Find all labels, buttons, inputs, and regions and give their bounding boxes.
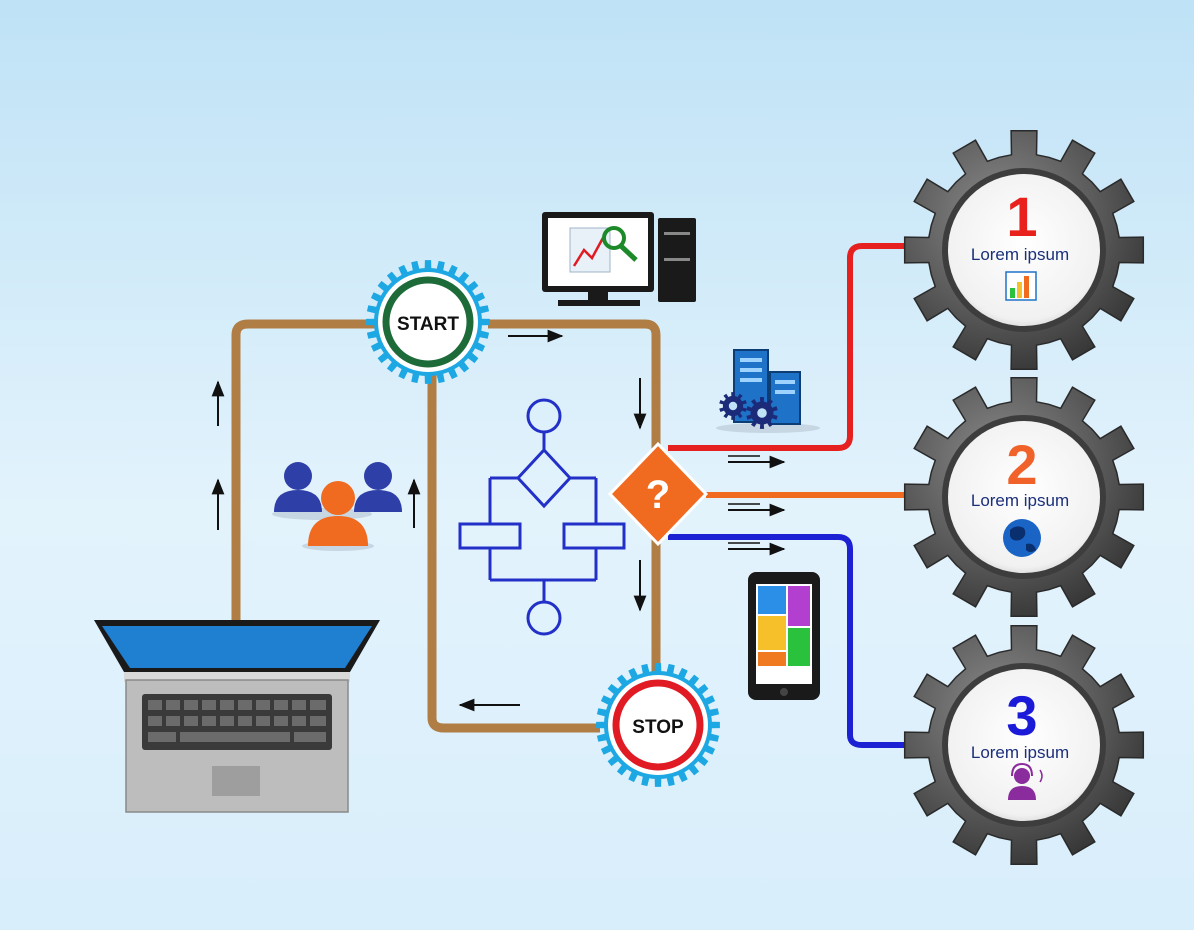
small-cog-icon bbox=[746, 397, 778, 429]
big-gear-3-icon bbox=[903, 624, 1145, 866]
flow-arrows bbox=[211, 329, 786, 712]
stop-label: STOP bbox=[632, 717, 684, 738]
headset-support-icon bbox=[1008, 762, 1043, 800]
start-label: START bbox=[397, 314, 459, 335]
server-settings-icon bbox=[716, 349, 820, 433]
step-2: 2 Lorem ipsum bbox=[971, 433, 1069, 557]
bar-chart-icon bbox=[1005, 271, 1037, 301]
loop-left-segment bbox=[231, 319, 380, 625]
step-2-number: 2 bbox=[1006, 433, 1037, 496]
small-cog-icon bbox=[719, 392, 747, 420]
loop-path bbox=[231, 319, 661, 733]
step-1: 1 Lorem ipsum bbox=[971, 185, 1069, 301]
step-1-number: 1 bbox=[1006, 185, 1037, 248]
start-gear-icon bbox=[366, 260, 490, 384]
step-2-label: Lorem ipsum bbox=[971, 491, 1069, 510]
big-gear-1-icon bbox=[903, 129, 1145, 371]
team-people-icon bbox=[272, 462, 402, 551]
stop-gear-icon bbox=[596, 663, 720, 787]
big-gear-2-icon bbox=[903, 376, 1145, 618]
step-3-label: Lorem ipsum bbox=[971, 743, 1069, 762]
laptop-icon bbox=[94, 620, 380, 813]
step-1-label: Lorem ipsum bbox=[971, 245, 1069, 264]
desktop-analytics-icon bbox=[542, 212, 696, 306]
loop-right-segment bbox=[488, 319, 661, 700]
step-3-number: 3 bbox=[1006, 684, 1037, 747]
flowchart-icon bbox=[458, 398, 626, 636]
branch-line-3 bbox=[668, 534, 915, 748]
loop-inner-segment bbox=[427, 360, 600, 733]
branch-line-1 bbox=[668, 243, 915, 451]
globe-icon bbox=[1003, 519, 1041, 557]
branch-lines bbox=[668, 243, 915, 748]
tablet-icon bbox=[748, 572, 820, 700]
step-3: 3 Lorem ipsum bbox=[971, 684, 1069, 800]
decision-symbol: ? bbox=[646, 473, 670, 517]
decision-node: ? bbox=[607, 441, 709, 547]
